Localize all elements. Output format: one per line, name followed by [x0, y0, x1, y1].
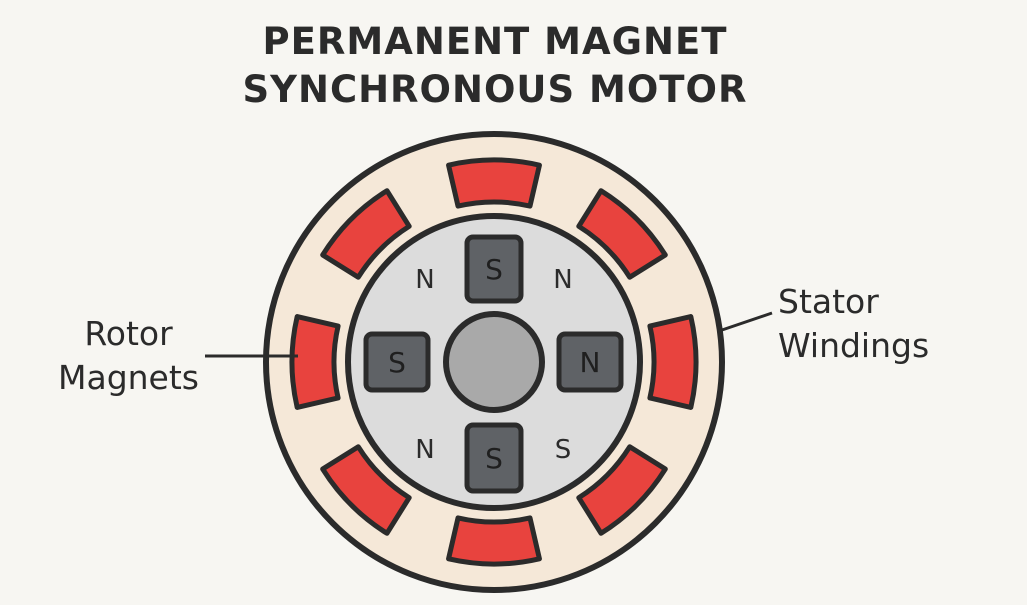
rotor-magnets-callout: Rotor Magnets: [46, 312, 211, 400]
stator-winding-lower-right: [576, 444, 668, 536]
rotor-callout-line-2: Magnets: [58, 358, 199, 397]
stator-leader-line: [721, 311, 773, 332]
pole-label-upper-right: N: [553, 265, 572, 295]
stator-winding-right: [647, 314, 699, 410]
stator-winding-top: [446, 157, 542, 209]
rotor-magnet-left: [363, 331, 431, 393]
rotor-magnets: S S S N: [363, 234, 624, 494]
rotor-magnet-top: [464, 234, 524, 304]
rotor-callout-line-1: Rotor: [84, 314, 173, 353]
stator-winding-upper-left: [320, 188, 412, 280]
pole-label-lower-right: S: [555, 435, 572, 465]
stator-winding-lower-left: [320, 444, 412, 536]
rotor-magnet-top-label: S: [485, 253, 503, 286]
title-line-2: SYNCHRONOUS MOTOR: [242, 68, 748, 111]
rotor-magnet-bottom: [464, 422, 524, 494]
stator-windings: [289, 157, 699, 567]
stator-winding-left: [289, 314, 341, 410]
stator-winding-bottom: [446, 515, 542, 567]
stator-windings-callout: Stator Windings: [778, 280, 929, 368]
stator-callout-line-2: Windings: [778, 326, 930, 365]
rotor-shaft: [443, 311, 545, 413]
pole-label-upper-left: N: [415, 265, 434, 295]
stator-winding-upper-right: [576, 188, 668, 280]
diagram-title: PERMANENT MAGNET SYNCHRONOUS MOTOR: [0, 18, 990, 114]
title-line-1: PERMANENT MAGNET: [262, 20, 728, 63]
stator-callout-line-1: Stator: [778, 282, 879, 321]
rotor-magnet-left-label: S: [388, 346, 406, 379]
rotor-magnet-right-label: N: [580, 346, 601, 379]
rotor-magnet-bottom-label: S: [485, 442, 503, 475]
rotor-magnet-right: [556, 331, 624, 393]
pole-label-lower-left: N: [415, 435, 434, 465]
